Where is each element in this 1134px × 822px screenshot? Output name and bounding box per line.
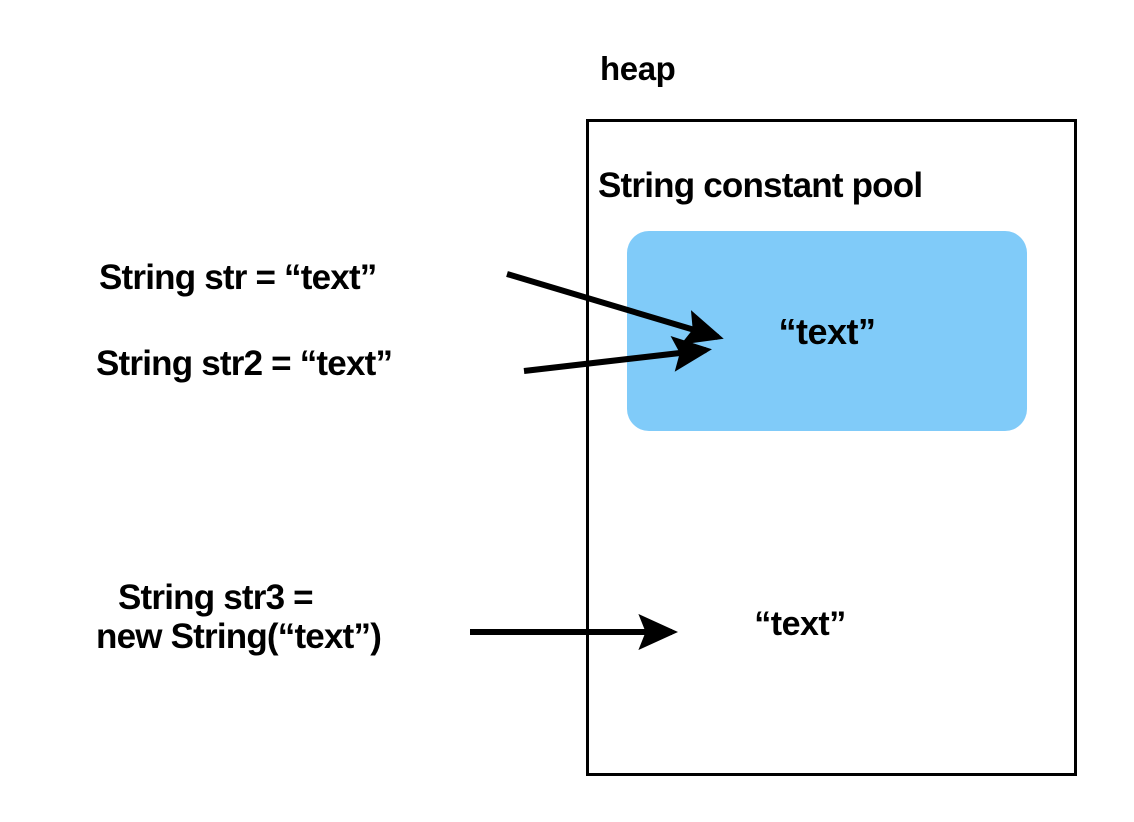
heap-box (586, 119, 1077, 776)
code-label-str3-line2: new String(“text”) (96, 617, 382, 657)
code-label-str: String str = “text” (99, 258, 377, 297)
string-constant-pool-title: String constant pool (598, 166, 923, 205)
string-constant-pool-literal: “text” (778, 311, 876, 352)
heap-title: heap (600, 50, 676, 87)
code-label-str3: String str3 = new String(“text”) (96, 578, 382, 656)
heap-literal: “text” (754, 605, 846, 643)
code-label-str2: String str2 = “text” (96, 344, 393, 383)
code-label-str3-line1: String str3 = (118, 578, 314, 617)
